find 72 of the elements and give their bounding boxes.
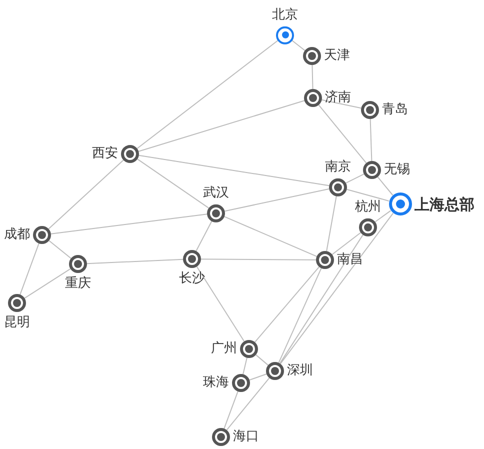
connector-line bbox=[346, 188, 390, 202]
connector-line bbox=[20, 242, 40, 296]
connector-line bbox=[86, 258, 184, 264]
city-label: 珠海 bbox=[203, 375, 229, 391]
city-label: 北京 bbox=[272, 7, 298, 23]
city-label: 杭州 bbox=[355, 199, 381, 215]
connector-line bbox=[254, 266, 320, 343]
connector-line bbox=[321, 99, 362, 109]
city-node bbox=[203, 185, 229, 222]
city-label: 南昌 bbox=[337, 252, 363, 268]
connector-line bbox=[200, 258, 316, 260]
connector-line bbox=[196, 220, 212, 252]
city-label: 海口 bbox=[233, 429, 259, 445]
city-node bbox=[325, 159, 351, 196]
connector-line bbox=[292, 40, 306, 51]
city-node bbox=[92, 145, 139, 163]
city-label: 广州 bbox=[211, 341, 237, 357]
connector-line bbox=[248, 374, 268, 380]
connector-line bbox=[136, 40, 278, 150]
connector-line bbox=[377, 176, 394, 196]
city-node bbox=[4, 294, 30, 331]
city-label: 武汉 bbox=[203, 185, 229, 201]
city-label: 昆明 bbox=[4, 315, 30, 331]
connector-line bbox=[242, 357, 248, 375]
connector-line bbox=[48, 160, 124, 230]
city-node bbox=[4, 226, 51, 244]
connector-line bbox=[326, 195, 337, 252]
city-label: 青岛 bbox=[382, 102, 408, 118]
connector-line bbox=[312, 64, 314, 90]
connector-line bbox=[332, 232, 362, 256]
connector-line bbox=[374, 210, 392, 222]
connector-line bbox=[138, 100, 305, 152]
connector-line bbox=[278, 268, 322, 364]
connector-line bbox=[24, 268, 71, 299]
city-label: 成都 bbox=[4, 227, 30, 243]
connector-line bbox=[318, 104, 367, 164]
city-node bbox=[266, 362, 313, 380]
city-node bbox=[303, 47, 350, 65]
city-node bbox=[361, 101, 408, 119]
connector-line bbox=[279, 234, 364, 364]
city-node bbox=[212, 428, 259, 446]
connector-line bbox=[50, 214, 208, 234]
connector-line bbox=[226, 377, 270, 431]
city-node bbox=[211, 340, 258, 358]
connector-line bbox=[224, 188, 330, 212]
city-label: 无锡 bbox=[384, 162, 410, 178]
city-label: 西安 bbox=[92, 146, 118, 162]
connector-line bbox=[136, 158, 210, 208]
city-label: 天津 bbox=[324, 48, 350, 64]
city-node bbox=[304, 89, 351, 107]
city-node bbox=[363, 161, 410, 179]
city-label: 济南 bbox=[325, 90, 351, 106]
connector-line bbox=[346, 174, 364, 184]
city-label: 南京 bbox=[325, 159, 351, 175]
city-label: 深圳 bbox=[287, 363, 313, 379]
connector-line bbox=[224, 216, 318, 257]
connector-line bbox=[196, 266, 245, 342]
connector-line bbox=[280, 212, 394, 364]
connector-line bbox=[48, 240, 72, 259]
city-node bbox=[355, 199, 381, 236]
city-node bbox=[272, 7, 298, 44]
city-label: 长沙 bbox=[179, 271, 205, 287]
city-label: 上海总部 bbox=[414, 195, 474, 213]
city-node bbox=[179, 250, 205, 287]
city-node bbox=[388, 192, 474, 216]
city-label: 重庆 bbox=[65, 276, 91, 292]
city-node bbox=[203, 374, 250, 392]
connector-line bbox=[370, 118, 372, 162]
connector-line bbox=[138, 154, 330, 186]
connector-line bbox=[224, 390, 238, 430]
city-node bbox=[316, 251, 363, 269]
connector-line bbox=[255, 354, 269, 366]
